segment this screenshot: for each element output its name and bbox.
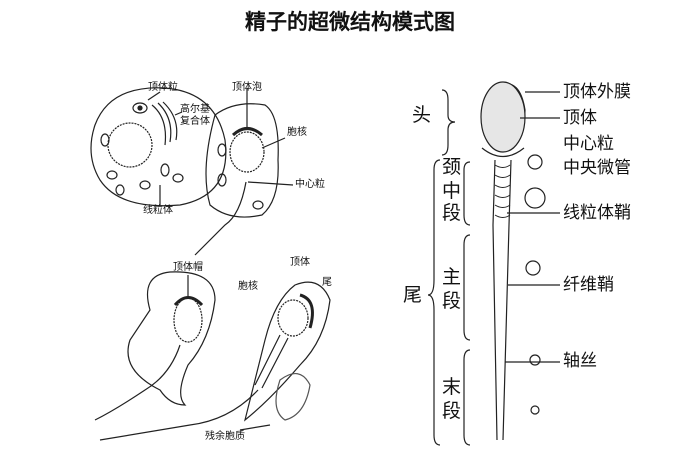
spermatid-stage-3: [94, 271, 216, 421]
region-middle-1: 中: [442, 180, 462, 202]
label-axoneme: 轴丝: [563, 351, 597, 371]
label-acrosome-right: 顶体: [563, 108, 597, 128]
diagram-title: 精子的超微结构模式图: [245, 10, 455, 34]
label-residual-cytoplasm: 残余胞质: [205, 431, 245, 442]
region-middle-2: 段: [442, 202, 462, 224]
label-acrosomal-granule: 顶体粒: [148, 82, 178, 93]
label-acrosomal-cap: 顶体帽: [173, 262, 203, 273]
spermatid-stage-2: [194, 88, 294, 256]
spermatid-stage-4: [99, 281, 331, 441]
spermatid-stage-1: [90, 87, 227, 207]
label-acrosomal-vesicle: 顶体泡: [232, 82, 262, 93]
region-tail: 尾: [403, 284, 423, 306]
mature-sperm: [427, 81, 560, 446]
label-fibrous-sheath: 纤维鞘: [563, 275, 614, 295]
region-end-2: 段: [442, 400, 462, 422]
label-acrosome-left: 顶体: [290, 257, 310, 268]
label-nucleus-2: 胞核: [238, 281, 258, 292]
region-principal-1: 主: [442, 266, 462, 288]
region-head: 头: [412, 104, 432, 126]
region-end-1: 末: [442, 376, 462, 398]
label-nucleus-1: 胞核: [287, 127, 307, 138]
label-central-microtubule: 中央微管: [563, 158, 631, 178]
label-golgi-1: 高尔基: [180, 104, 210, 115]
region-principal-2: 段: [442, 290, 462, 312]
label-centriole-right: 中心粒: [563, 134, 614, 154]
label-outer-acrosomal-membrane: 顶体外膜: [563, 82, 631, 102]
label-tail-left: 尾: [322, 277, 332, 288]
label-mitochondria: 线粒体: [143, 205, 173, 216]
label-golgi-2: 复合体: [180, 116, 210, 127]
region-neck: 颈: [442, 156, 462, 178]
label-centriole: 中心粒: [295, 179, 325, 190]
label-mitochondrial-sheath: 线粒体鞘: [563, 203, 631, 223]
